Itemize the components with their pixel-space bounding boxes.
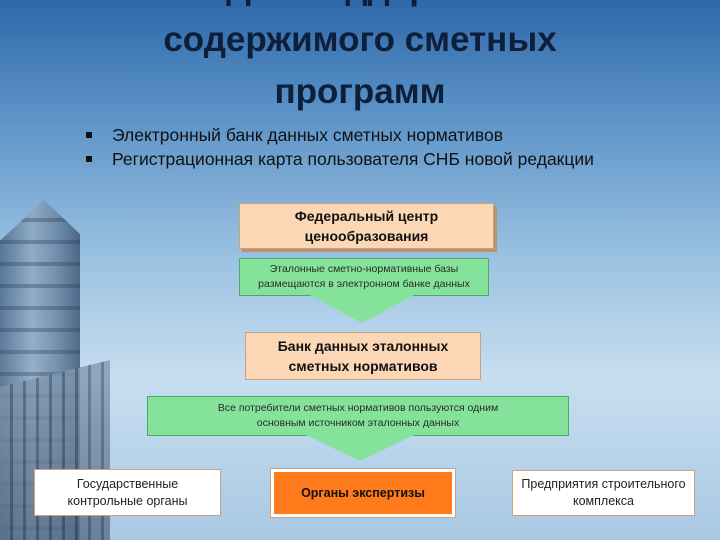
title-line-2: содержимого сметных — [163, 20, 557, 59]
bullet-item: Регистрационная карта пользователя СНБ н… — [80, 148, 640, 170]
etalon-note-label: Эталонные сметно-нормативные базы размещ… — [258, 263, 470, 290]
bullet-list: Электронный банк данных сметных норматив… — [80, 124, 640, 172]
data-bank-box: Банк данных эталонных сметных нормативов — [245, 332, 481, 380]
consumers-note-label: Все потребители сметных нормативов польз… — [217, 402, 499, 429]
recipient-label: Органы экспертизы — [301, 486, 425, 500]
slide-title: Для поддержки содержимого сметных програ… — [60, 0, 660, 118]
federal-center-box: Федеральный центр ценообразования — [239, 203, 494, 249]
data-bank-label: Банк данных эталонных сметных нормативов — [277, 338, 449, 374]
recipient-construction: Предприятия строительного комплекса — [512, 470, 695, 516]
etalon-note-box: Эталонные сметно-нормативные базы размещ… — [239, 258, 489, 296]
bullet-item: Электронный банк данных сметных норматив… — [80, 124, 640, 146]
arrow-down-icon — [306, 435, 414, 461]
federal-center-label: Федеральный центр ценообразования — [294, 208, 439, 244]
title-line-1: Для поддержки — [60, 0, 660, 14]
arrow-down-icon — [310, 295, 414, 323]
title-line-3: программ — [274, 72, 446, 111]
recipient-state-control: Государственные контрольные органы — [34, 469, 221, 516]
recipient-expertise: Органы экспертизы — [270, 468, 456, 518]
consumers-note-box: Все потребители сметных нормативов польз… — [147, 396, 569, 436]
recipient-label: Предприятия строительного комплекса — [521, 477, 686, 508]
recipient-label: Государственные контрольные органы — [67, 476, 188, 508]
